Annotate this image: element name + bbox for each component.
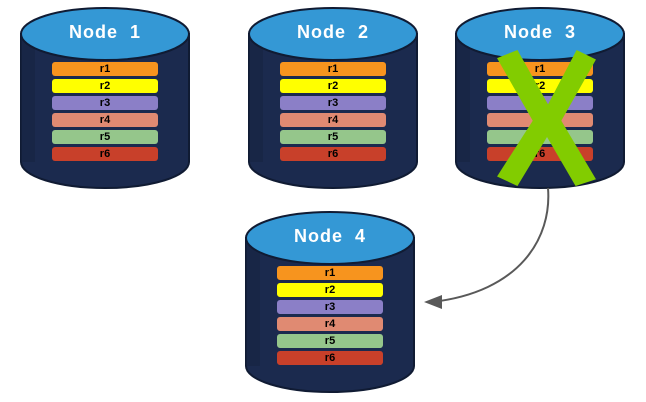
row-r6[interactable]: r6 bbox=[277, 351, 383, 365]
row-label: r2 bbox=[534, 80, 546, 92]
row-label: r5 bbox=[324, 335, 336, 347]
row-r5[interactable]: r5 bbox=[52, 130, 158, 144]
row-label: r1 bbox=[99, 63, 111, 75]
row-label: r2 bbox=[99, 80, 111, 92]
cylinder-top-ellipse bbox=[455, 7, 625, 61]
row-label: r2 bbox=[324, 284, 336, 296]
row-r5[interactable]: r5 bbox=[280, 130, 386, 144]
cylinder-left-shade bbox=[246, 238, 260, 366]
row-label: r1 bbox=[324, 267, 336, 279]
row-r5[interactable]: r5 bbox=[487, 130, 593, 144]
row-label: r1 bbox=[327, 63, 339, 75]
row-label: r3 bbox=[324, 301, 336, 313]
row-r2[interactable]: r2 bbox=[280, 79, 386, 93]
row-label: r6 bbox=[327, 148, 339, 160]
row-r3[interactable]: r3 bbox=[277, 300, 383, 314]
row-r5[interactable]: r5 bbox=[277, 334, 383, 348]
row-label: r5 bbox=[534, 131, 546, 143]
row-label: r3 bbox=[327, 97, 339, 109]
row-r3[interactable]: r3 bbox=[52, 96, 158, 110]
row-r1[interactable]: r1 bbox=[280, 62, 386, 76]
row-r2[interactable]: r2 bbox=[52, 79, 158, 93]
cylinder-left-shade bbox=[249, 34, 263, 162]
row-stack-node-1: r1 r2 r3 r4 r5 r6 bbox=[20, 62, 190, 161]
row-r3[interactable]: r3 bbox=[280, 96, 386, 110]
row-label: r1 bbox=[534, 63, 546, 75]
row-label: r4 bbox=[327, 114, 339, 126]
row-label: r5 bbox=[327, 131, 339, 143]
row-label: r2 bbox=[327, 80, 339, 92]
row-r4[interactable]: r4 bbox=[277, 317, 383, 331]
row-label: r3 bbox=[534, 97, 546, 109]
row-stack-node-4: r1 r2 r3 r4 r5 r6 bbox=[245, 266, 415, 365]
row-r2[interactable]: r2 bbox=[277, 283, 383, 297]
row-label: r6 bbox=[534, 148, 546, 160]
row-label: r6 bbox=[324, 352, 336, 364]
row-label: r5 bbox=[99, 131, 111, 143]
row-r1[interactable]: r1 bbox=[52, 62, 158, 76]
cylinder-left-shade bbox=[21, 34, 35, 162]
row-label: r6 bbox=[99, 148, 111, 160]
row-r3[interactable]: r3 bbox=[487, 96, 593, 110]
row-label: r4 bbox=[324, 318, 336, 330]
row-stack-node-3: r1 r2 r3 r4 r5 r6 bbox=[455, 62, 625, 161]
row-label: r4 bbox=[99, 114, 111, 126]
cylinder-top-ellipse bbox=[245, 211, 415, 265]
row-label: r3 bbox=[99, 97, 111, 109]
row-stack-node-2: r1 r2 r3 r4 r5 r6 bbox=[248, 62, 418, 161]
row-r6[interactable]: r6 bbox=[52, 147, 158, 161]
cylinder-left-shade bbox=[456, 34, 470, 162]
row-r1[interactable]: r1 bbox=[277, 266, 383, 280]
row-r4[interactable]: r4 bbox=[280, 113, 386, 127]
row-label: r4 bbox=[534, 114, 546, 126]
cylinder-top-ellipse bbox=[20, 7, 190, 61]
cylinder-top-ellipse bbox=[248, 7, 418, 61]
row-r4[interactable]: r4 bbox=[487, 113, 593, 127]
row-r6[interactable]: r6 bbox=[487, 147, 593, 161]
row-r4[interactable]: r4 bbox=[52, 113, 158, 127]
row-r2[interactable]: r2 bbox=[487, 79, 593, 93]
row-r6[interactable]: r6 bbox=[280, 147, 386, 161]
row-r1[interactable]: r1 bbox=[487, 62, 593, 76]
